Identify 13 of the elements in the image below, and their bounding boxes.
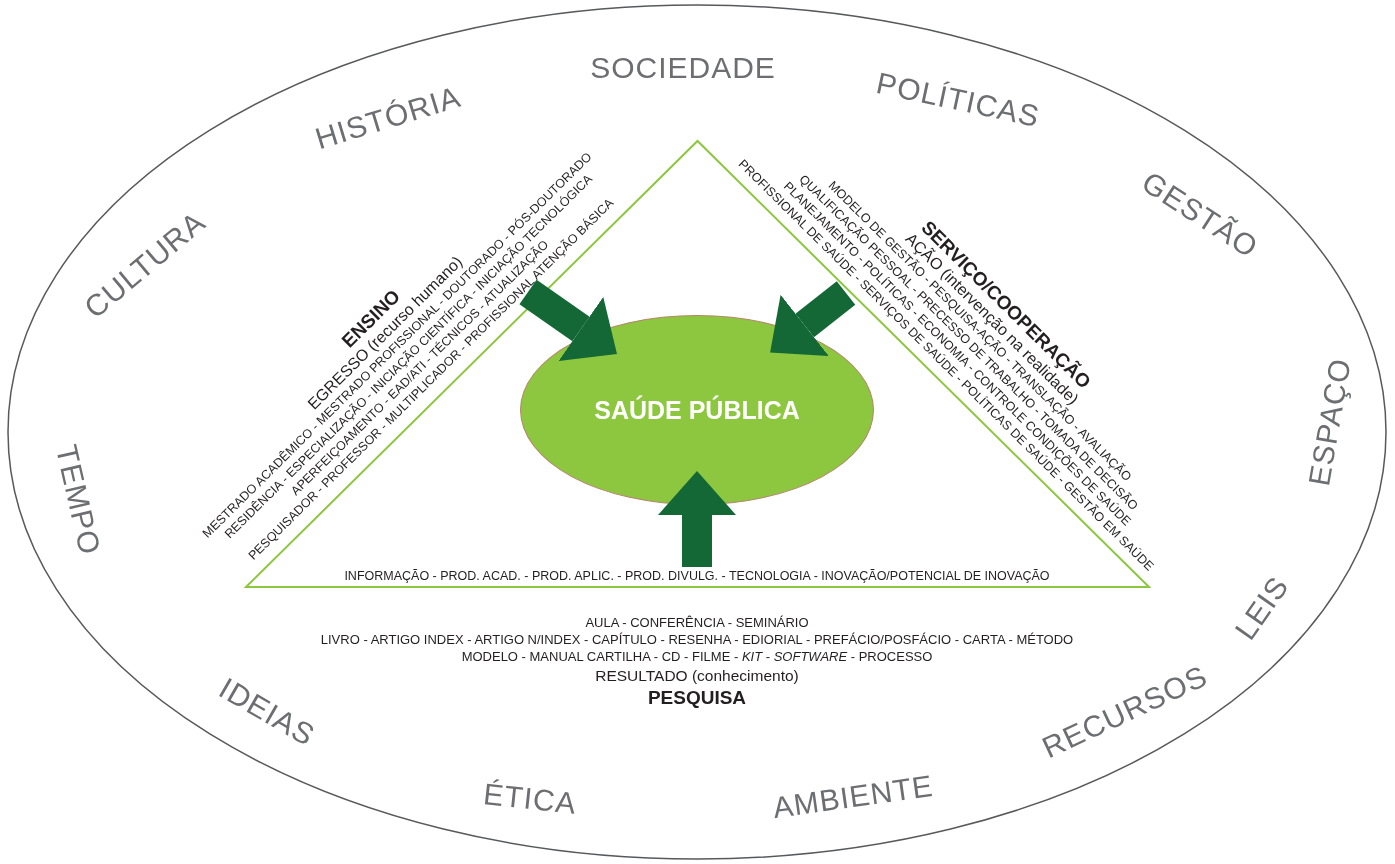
context-word: ÉTICA — [481, 777, 579, 821]
context-word: SOCIEDADE — [590, 51, 776, 85]
context-ellipse — [7, 4, 1387, 860]
text-line: LIVRO - ARTIGO INDEX - ARTIGO N/INDEX - CAPÍTULO - RESENHA - EDIORIAL - PREFÁCIO/POSFÁCIO - CARTA - MÉTODO — [320, 631, 1074, 648]
context-word: ESPAÇO — [1302, 355, 1358, 489]
section-subheading: RESULTADO (conhecimento) — [595, 666, 799, 686]
text-line: MODELO - MANUAL CARTILHA - CD - FILME - KIT - SOFTWARE - PROCESSO — [461, 648, 933, 665]
center-title: SAÚDE PÚBLICA — [594, 395, 800, 425]
context-word: TEMPO — [48, 441, 108, 559]
text-line: INFORMAÇÃO - PROD. ACAD. - PROD. APLIC. - PROD. DIVULG. - TECNOLOGIA - INOVAÇÃO/POTENCIAL DE INOVAÇÃO — [344, 568, 1050, 584]
context-word: AMBIENTE — [770, 768, 936, 826]
section-heading: PESQUISA — [647, 686, 747, 710]
text-line: AULA - CONFERÊNCIA - SEMINÁRIO — [585, 614, 809, 631]
